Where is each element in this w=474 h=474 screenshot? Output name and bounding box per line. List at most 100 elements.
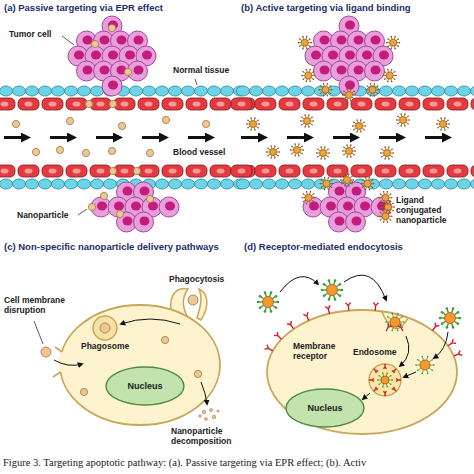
endothelial-cell (399, 98, 420, 110)
ligand (429, 360, 432, 362)
callout-label: Phagocytosis (168, 275, 225, 285)
ligand-tip (446, 326, 449, 329)
ligand-tip (365, 89, 367, 91)
ligand-tip (367, 85, 369, 87)
ligand-tip (421, 356, 423, 358)
normal-tissue-cell (406, 86, 419, 96)
ligand-nanoparticle (340, 173, 354, 187)
ligand-tip (365, 177, 367, 179)
active-targeting-illustration (231, 16, 474, 232)
ligand-tip (331, 187, 333, 189)
ligand-tip (350, 100, 352, 102)
endothelial-cell (279, 98, 300, 110)
ligand-tip (320, 85, 322, 87)
ligand-tip (299, 38, 301, 40)
ligand-tip (257, 119, 259, 121)
ligand-tip (457, 323, 460, 326)
membrane-receptor (369, 379, 374, 382)
endothelial-nucleus (169, 169, 177, 174)
normal-tissue-cell (458, 179, 471, 189)
ligand-tip (301, 116, 303, 118)
ligand (317, 153, 320, 154)
ligand-tip (327, 148, 329, 150)
ligand-tip (294, 155, 296, 157)
ligand-tip (342, 94, 344, 96)
tumor-cell (134, 212, 154, 232)
normal-tissue-cell (445, 86, 458, 96)
ligand-tip (397, 46, 399, 48)
particle-core (305, 194, 312, 201)
ligand-tip (353, 129, 355, 131)
membrane-receptor (346, 302, 351, 310)
ligand-tip (270, 310, 273, 313)
ligand (312, 75, 315, 76)
nanoparticle (41, 347, 51, 357)
ligand-tip (373, 183, 375, 185)
normal-tissue-cell (195, 86, 208, 96)
ligand-tip (309, 81, 311, 83)
ligand-tip (391, 148, 393, 150)
endothelial-cell (399, 165, 420, 177)
ligand (388, 213, 390, 215)
endothelial-cell (138, 98, 159, 110)
ligand (353, 126, 356, 127)
normal-tissue-cell (156, 86, 169, 96)
ligand (429, 368, 432, 370)
ligand (352, 147, 354, 149)
ligand-tip (421, 373, 423, 375)
ligand-tip (365, 125, 367, 127)
ligand (382, 149, 384, 151)
endothelial-nucleus (406, 102, 414, 107)
endothelial-cell (471, 165, 474, 177)
ligand-tip (306, 81, 308, 83)
ligand-nanoparticle (300, 114, 314, 128)
nanoparticle (146, 149, 153, 156)
ligand (383, 209, 385, 211)
ligand (344, 91, 346, 93)
particle-core (323, 180, 330, 187)
ligand (391, 209, 393, 211)
ligand (300, 39, 302, 41)
ligand-tip (277, 155, 279, 157)
tumor-nucleus (117, 36, 127, 45)
ligand-tip (396, 119, 398, 121)
ligand-nanoparticle (318, 83, 332, 97)
nanoparticle (161, 336, 168, 343)
ligand (302, 117, 304, 119)
flow-arrow (241, 136, 265, 139)
particle-core (327, 285, 338, 296)
ligand (247, 124, 250, 125)
particle-core (294, 147, 301, 154)
callout-label: Nanoparticle (16, 211, 70, 221)
ligand-tip (377, 93, 379, 95)
ligand (388, 39, 390, 41)
ligand-tip (383, 221, 385, 223)
ligand (311, 200, 313, 202)
flow-arrow (280, 277, 318, 292)
ligand-tip (350, 88, 352, 90)
ligand-tip (407, 115, 409, 117)
ligand (256, 120, 258, 122)
ligand-tip (378, 375, 380, 377)
ligand-tip (394, 78, 396, 80)
ligand (303, 78, 305, 80)
ligand (276, 154, 278, 156)
normal-tissue-cell (26, 179, 39, 189)
normal-tissue-cell (250, 179, 263, 189)
ligand-tip (328, 279, 331, 282)
normal-tissue-cell (419, 86, 432, 96)
nucleus-shape (286, 389, 364, 427)
ligand (343, 151, 346, 152)
ligand-tip (328, 189, 330, 191)
ligand-tip (400, 125, 402, 127)
particle-core (301, 39, 308, 46)
ligand (351, 180, 354, 181)
ligand-tip (311, 124, 313, 126)
particle-core (420, 360, 430, 370)
particle-core (382, 194, 389, 201)
ligand-tip (394, 71, 396, 73)
ligand-tip (344, 173, 346, 175)
ligand-tip (390, 201, 392, 203)
ligand-tip (369, 189, 371, 191)
ligand-tip (440, 117, 442, 119)
